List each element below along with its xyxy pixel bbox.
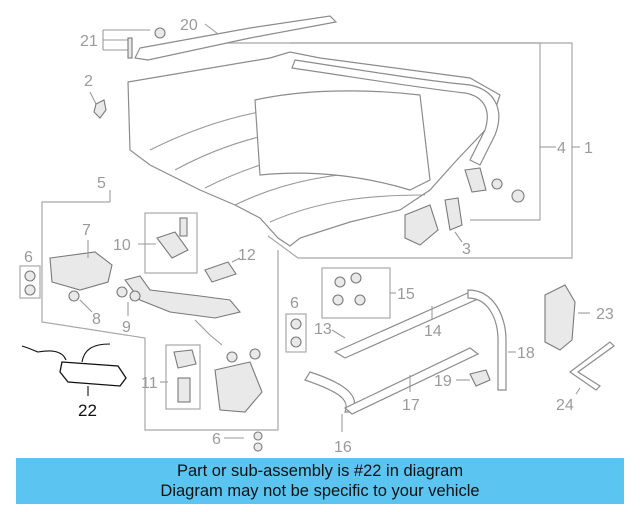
part-22-wire	[21, 345, 67, 361]
callout-6b: 6	[290, 295, 299, 312]
clip-6a-top	[24, 270, 36, 282]
callout-19: 19	[434, 373, 452, 390]
assembly-box-4	[290, 42, 541, 221]
leader-8	[79, 299, 93, 313]
callout-24: 24	[556, 397, 574, 414]
callout-11: 11	[141, 375, 158, 392]
box-6a	[19, 265, 41, 299]
pivot-9b	[129, 290, 141, 302]
leader-2	[89, 91, 97, 105]
callout-22: 22	[78, 401, 97, 420]
callout-15: 15	[397, 286, 415, 303]
front-header-part	[134, 15, 338, 61]
assembly-box-5	[41, 201, 279, 431]
callout-3: 3	[462, 241, 471, 258]
callout-2: 2	[84, 73, 93, 90]
pivot-9a	[116, 286, 128, 298]
bolt-10	[179, 217, 188, 237]
bolt-21b	[154, 27, 166, 39]
screw-2	[93, 99, 107, 119]
callout-1: 1	[584, 140, 593, 157]
callout-16: 16	[334, 439, 352, 456]
box-6b	[285, 313, 307, 353]
caption-line-disclaimer: Diagram may not be specific to your vehi…	[160, 482, 480, 500]
callout-4: 4	[557, 140, 566, 157]
clip-6c-bottom	[253, 442, 263, 452]
leader-24	[575, 387, 581, 395]
callout-17: 17	[402, 397, 420, 414]
spring-11	[177, 377, 191, 403]
washer-15	[354, 294, 366, 306]
roof-front-rail	[291, 59, 500, 166]
washer-a	[491, 178, 503, 190]
washer-8	[68, 290, 80, 302]
callout-6a: 6	[24, 249, 33, 266]
callout-20: 20	[180, 17, 198, 34]
bolt-15b	[350, 272, 362, 284]
pad-12	[204, 261, 237, 283]
callout-14: 14	[424, 323, 442, 340]
box-11	[165, 344, 201, 410]
nut-b	[249, 348, 261, 360]
hinge-part-a	[464, 167, 487, 193]
part-22-sensor	[59, 361, 127, 387]
caption-line-part: Part or sub-assembly is #22 in diagram	[176, 462, 464, 480]
cable-24	[568, 341, 615, 391]
leader-20	[204, 23, 219, 35]
weatherstrip-16	[304, 371, 356, 413]
bracket-7	[49, 251, 113, 291]
latch-bracket	[404, 204, 439, 246]
callout-13: 13	[314, 321, 332, 338]
bolt-21a	[127, 37, 133, 59]
callout-7: 7	[82, 222, 91, 239]
leader-12	[231, 257, 241, 263]
bracket-23	[544, 284, 576, 351]
link-10	[156, 231, 189, 259]
box-10	[144, 212, 198, 274]
washer-b	[226, 351, 238, 363]
bolt-15c	[332, 294, 344, 306]
clip-6c-top	[253, 431, 263, 441]
bolt-15a	[334, 276, 346, 288]
callout-12: 12	[238, 247, 256, 264]
stud-19	[469, 369, 491, 387]
callout-6c: 6	[212, 431, 221, 448]
leader-13	[331, 329, 346, 339]
bracket-11	[173, 349, 197, 369]
clip-6b-bottom	[290, 336, 302, 348]
latch-part-3	[444, 197, 463, 231]
roof-frame-rear	[254, 90, 431, 191]
linkage-9	[124, 275, 241, 319]
callout-9: 9	[122, 319, 131, 336]
clip-6a-bottom	[24, 284, 36, 296]
callout-23: 23	[596, 306, 614, 323]
drive-unit	[214, 361, 263, 413]
weatherstrip-17	[343, 347, 480, 415]
callout-18: 18	[517, 345, 535, 362]
callout-5: 5	[97, 175, 106, 192]
clip-6b-top	[290, 318, 302, 330]
callout-8: 8	[92, 311, 101, 328]
linkage-rod	[194, 319, 223, 346]
leader-3	[454, 231, 463, 243]
part-22-wire-b	[81, 343, 111, 363]
callout-10: 10	[113, 237, 131, 254]
highlight-caption-bar: Part or sub-assembly is #22 in diagram D…	[16, 458, 624, 504]
callout-21: 21	[80, 33, 98, 50]
weatherstrip-18	[467, 289, 507, 391]
nut-a	[511, 189, 525, 203]
